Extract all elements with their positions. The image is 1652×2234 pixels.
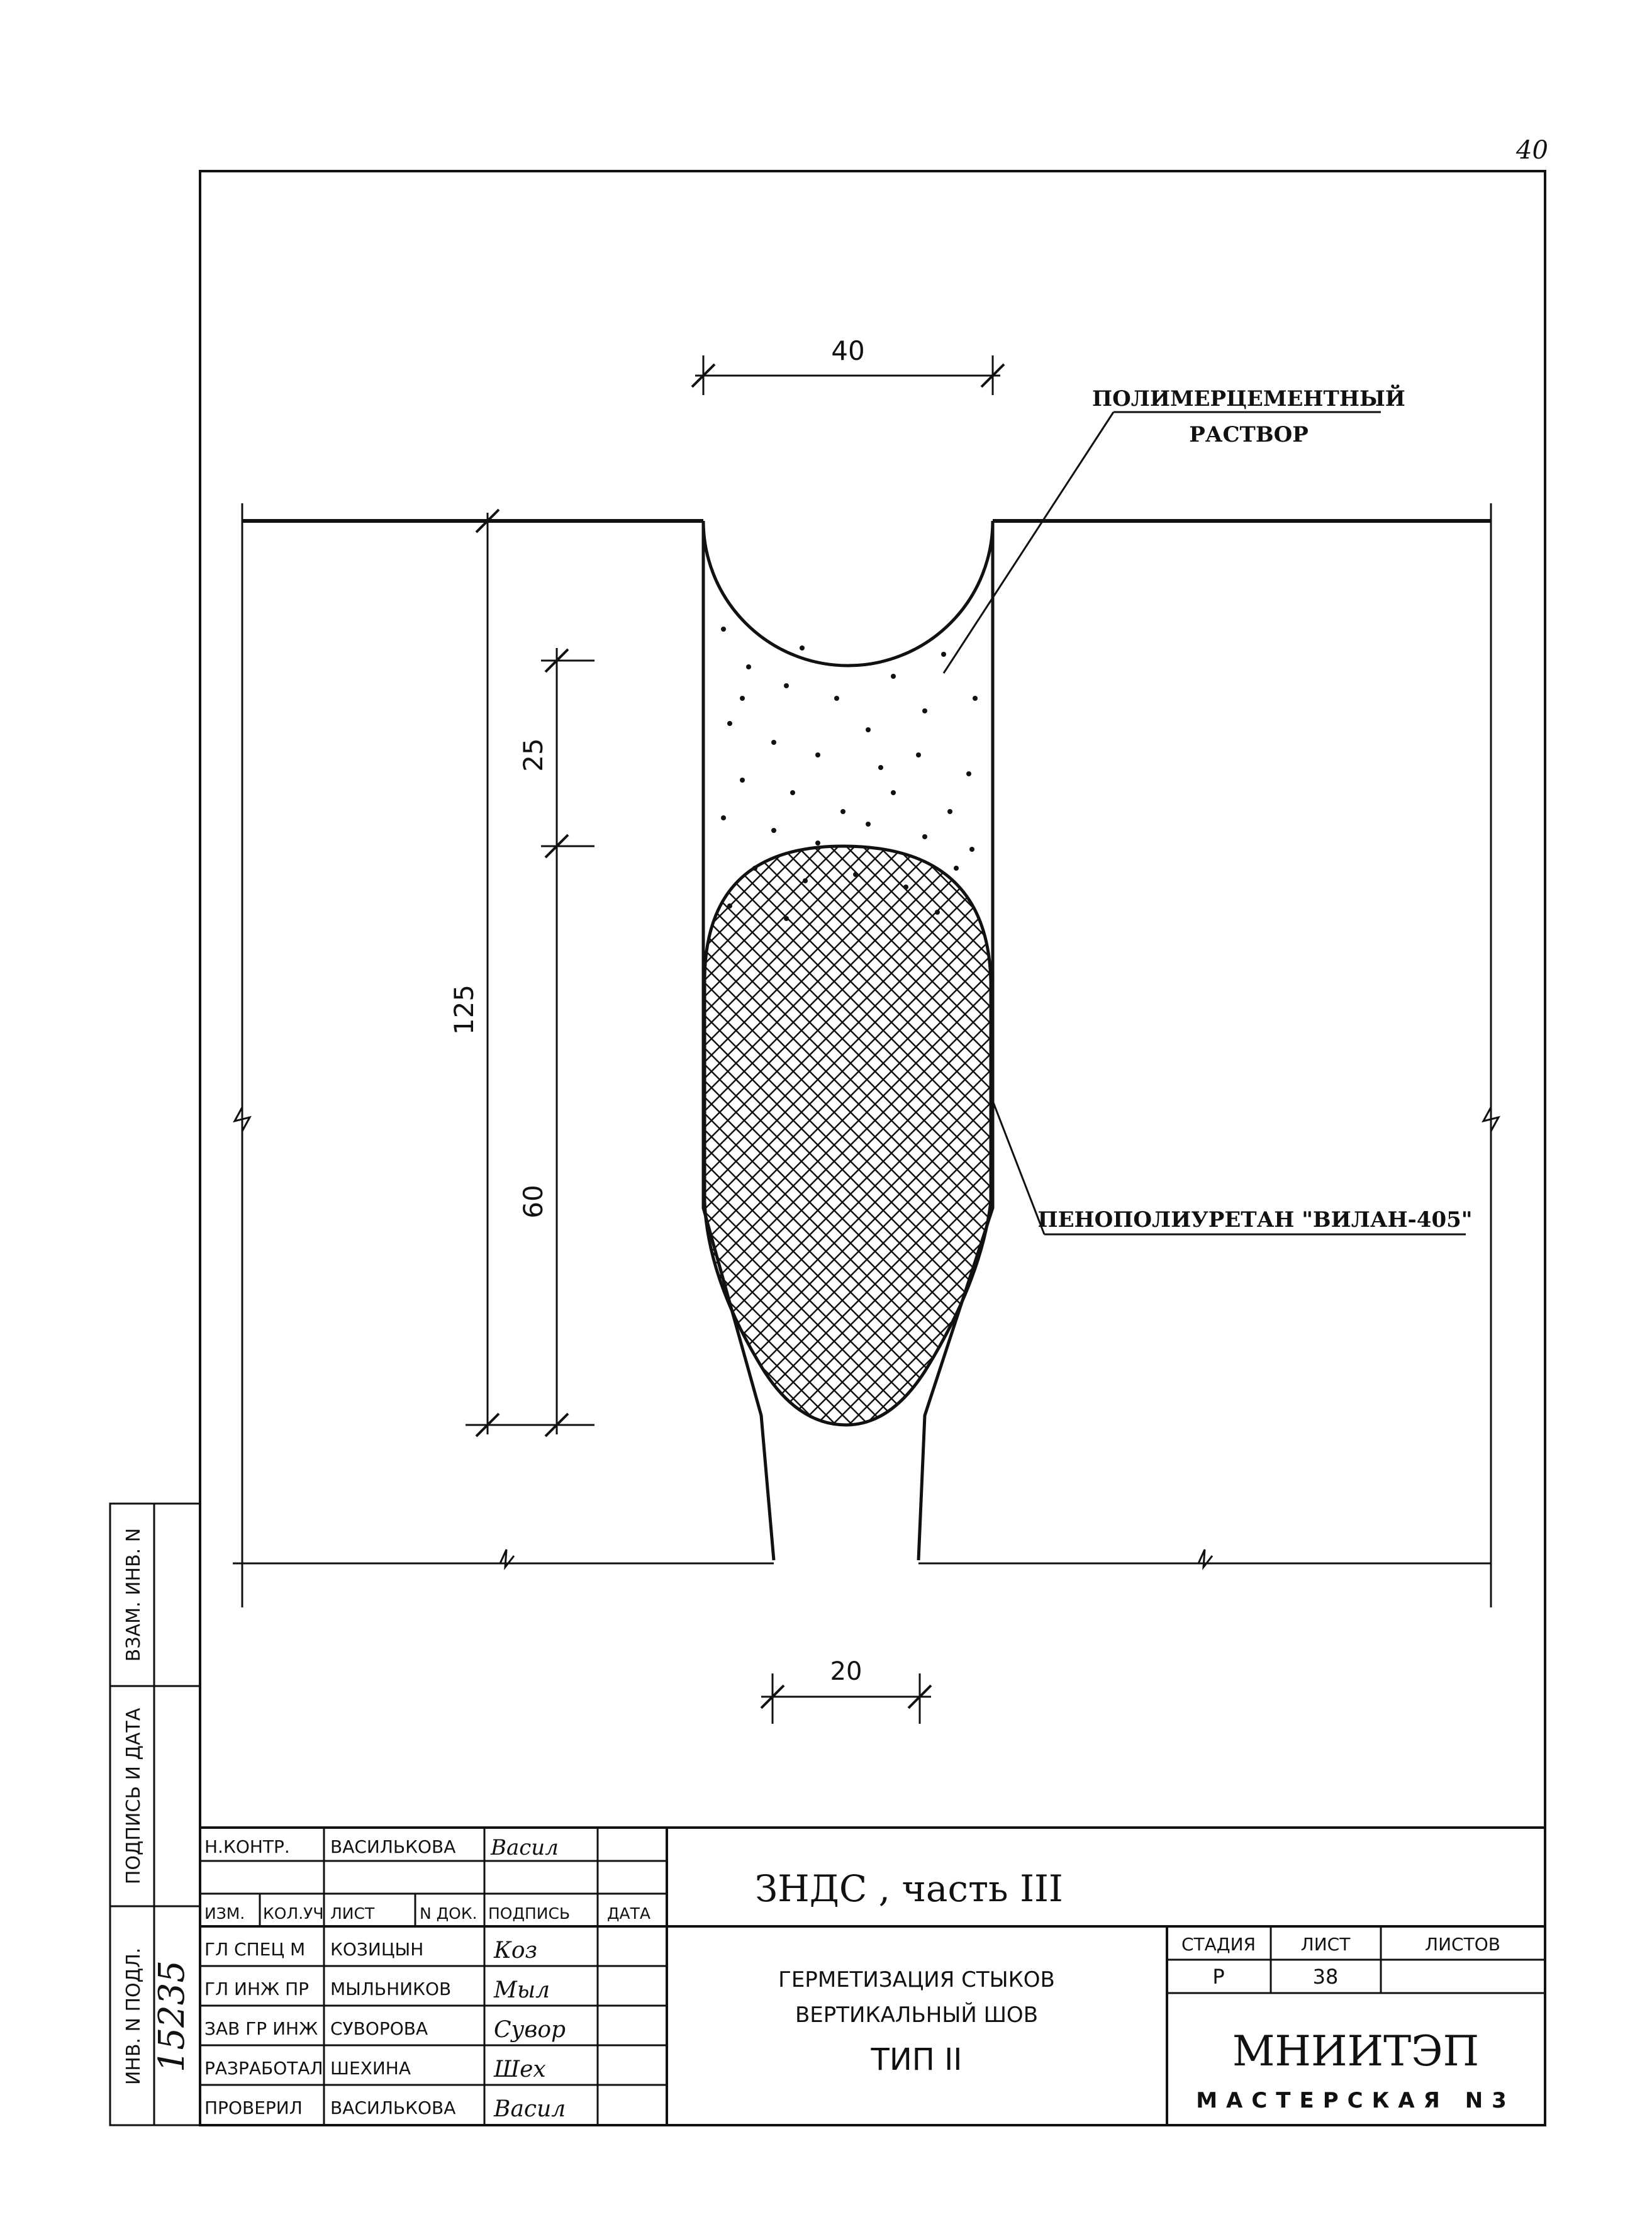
stage-value: Р [1212,1965,1224,1989]
title-block-grid [199,1826,1546,2126]
right-break-mark [1482,1107,1500,1132]
sheet-title-line1: ГЕРМЕТИЗАЦИЯ СТЫКОВ [778,1967,1055,1992]
sheet-title-line3: ТИП II [871,2042,963,2077]
side-stamp-inv-number: 15235 [152,1960,193,2072]
tb-header-data: ДАТА [607,1904,650,1923]
tb-row-5: РАЗРАБОТАЛ ШЕХИНА Шех [204,2057,546,2082]
sheets-label: ЛИСТОВ [1425,1934,1500,1955]
dimensions [466,355,1005,1724]
dim-top-width: 40 [831,335,864,366]
tb-row-3: ГЛ ИНЖ ПР МЫЛЬНИКОВ Мыл [204,1977,550,2003]
tb-row-6: ПРОВЕРИЛ ВАСИЛЬКОВА Васил [204,2096,566,2122]
label-foam: ПЕНОПОЛИУРЕТАН "ВИЛАН-405" [1038,1207,1473,1232]
mortar-concave-surface [701,520,995,667]
tb-name: СУВОРОВА [330,2018,428,2039]
org-name: МНИИТЭП [1232,2027,1479,2075]
dim-mortar-depth: 25 [518,738,549,771]
sheet-title-line2: ВЕРТИКАЛЬНЫЙ ШОВ [795,2002,1038,2028]
tb-role: Н.КОНТР. [204,1836,290,1857]
left-bottom-break-mark [499,1549,515,1570]
tb-role: ГЛ ИНЖ ПР [204,1979,309,1999]
sheet-value: 38 [1313,1965,1339,1989]
tb-name: МЫЛЬНИКОВ [330,1979,451,1999]
tb-row-4: ЗАВ ГР ИНЖ СУВОРОВА Сувор [204,2017,566,2043]
tb-signature: Васил [490,1835,559,1860]
label-mortar-line1: ПОЛИМЕРЦЕМЕНТНЫЙ [1092,384,1405,411]
dim-total-depth: 125 [449,985,479,1035]
tb-row-0: Н.КОНТР. ВАСИЛЬКОВА Васил [204,1835,559,1860]
tb-header-izm: ИЗМ. [204,1904,245,1923]
tb-name: КОЗИЦЫН [330,1939,423,1960]
foam-cord [703,844,993,1427]
right-bottom-break-mark [1197,1549,1214,1570]
left-break-mark [233,1107,252,1132]
tb-signature: Мыл [493,1977,550,2003]
tb-header-podpis: ПОДПИСЬ [488,1904,570,1923]
tb-name: ВАСИЛЬКОВА [330,2097,455,2118]
tb-signature: Васил [493,2096,566,2122]
leader-lines [942,411,1466,1236]
joint-drawing [233,503,1500,1607]
tb-role: ПРОВЕРИЛ [204,2097,303,2118]
tb-signature: Коз [493,1938,537,1963]
stage-label: СТАДИЯ [1181,1934,1256,1955]
dim-foam-depth: 60 [518,1185,549,1218]
side-stamp-inv-podl: ИНВ. N ПОДЛ. [123,1948,145,2085]
tb-header-n-dok: N ДОК. [420,1904,477,1923]
tb-name: ШЕХИНА [330,2058,411,2079]
tb-role: РАЗРАБОТАЛ [204,2058,323,2079]
side-stamp-vzam-inv: ВЗАМ. ИНВ. N [123,1528,145,1662]
tb-role: ГЛ СПЕЦ М [204,1939,305,1960]
side-stamp-podpis-data: ПОДПИСЬ И ДАТА [123,1707,145,1884]
label-mortar-line2: РАСТВОР [1189,422,1309,447]
org-sub: МАСТЕРСКАЯ N3 [1196,2088,1515,2113]
tb-signature: Сувор [494,2017,566,2043]
tb-signature: Шех [493,2057,546,2082]
side-stamp [109,1502,201,2126]
tb-header-kol-uch: КОЛ.УЧ [263,1904,324,1923]
tb-row-2: ГЛ СПЕЦ М КОЗИЦЫН Коз [204,1938,537,1963]
project-title: ЗНДС , часть III [755,1867,1063,1910]
sheet-label: ЛИСТ [1301,1934,1351,1955]
tb-name: ВАСИЛЬКОВА [330,1836,455,1857]
dim-bottom-width: 20 [830,1657,862,1686]
page-number: 40 [1515,136,1548,165]
tb-header-list: ЛИСТ [330,1904,375,1923]
tb-role: ЗАВ ГР ИНЖ [204,2018,318,2039]
